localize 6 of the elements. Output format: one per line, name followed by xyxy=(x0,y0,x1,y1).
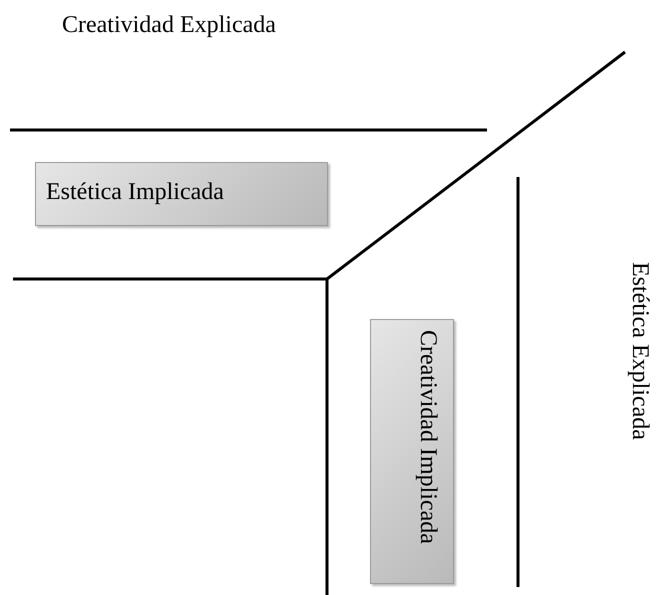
box-label: Creatividad Implicada xyxy=(414,330,442,546)
shaded-box xyxy=(370,319,454,584)
axis-label: Estética Explicada xyxy=(626,262,653,440)
shaded-box xyxy=(35,162,328,226)
axis-label: Creatividad Explicada xyxy=(62,12,276,39)
box-label: Estética Implicada xyxy=(46,178,224,207)
